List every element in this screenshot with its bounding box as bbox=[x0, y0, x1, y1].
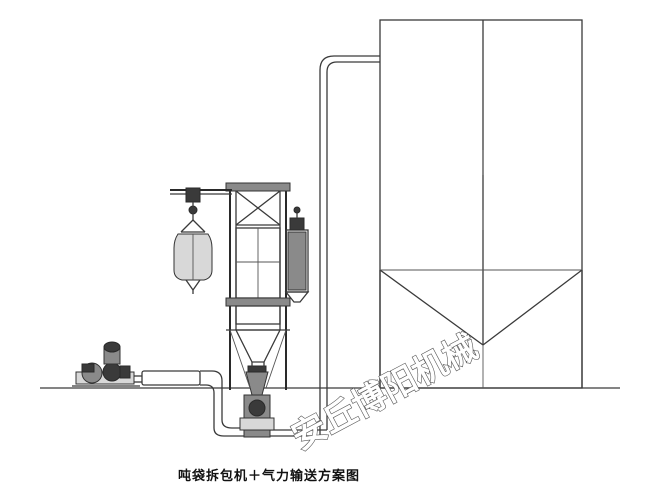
storage-silo bbox=[379, 19, 583, 389]
discharge-hopper bbox=[234, 329, 282, 363]
watermark-text: 安丘博阳机械 bbox=[285, 327, 484, 458]
diagram-caption: 吨袋拆包机＋气力输送方案图 bbox=[178, 468, 360, 484]
rotary-valve-feeder bbox=[239, 365, 275, 438]
roots-blower bbox=[72, 341, 140, 387]
bag-unloader-frame bbox=[225, 182, 291, 390]
ton-bag bbox=[173, 219, 213, 294]
dust-collector bbox=[284, 206, 310, 303]
conveying-pipeline bbox=[130, 55, 380, 437]
hoist-trolley-rail bbox=[170, 187, 232, 220]
